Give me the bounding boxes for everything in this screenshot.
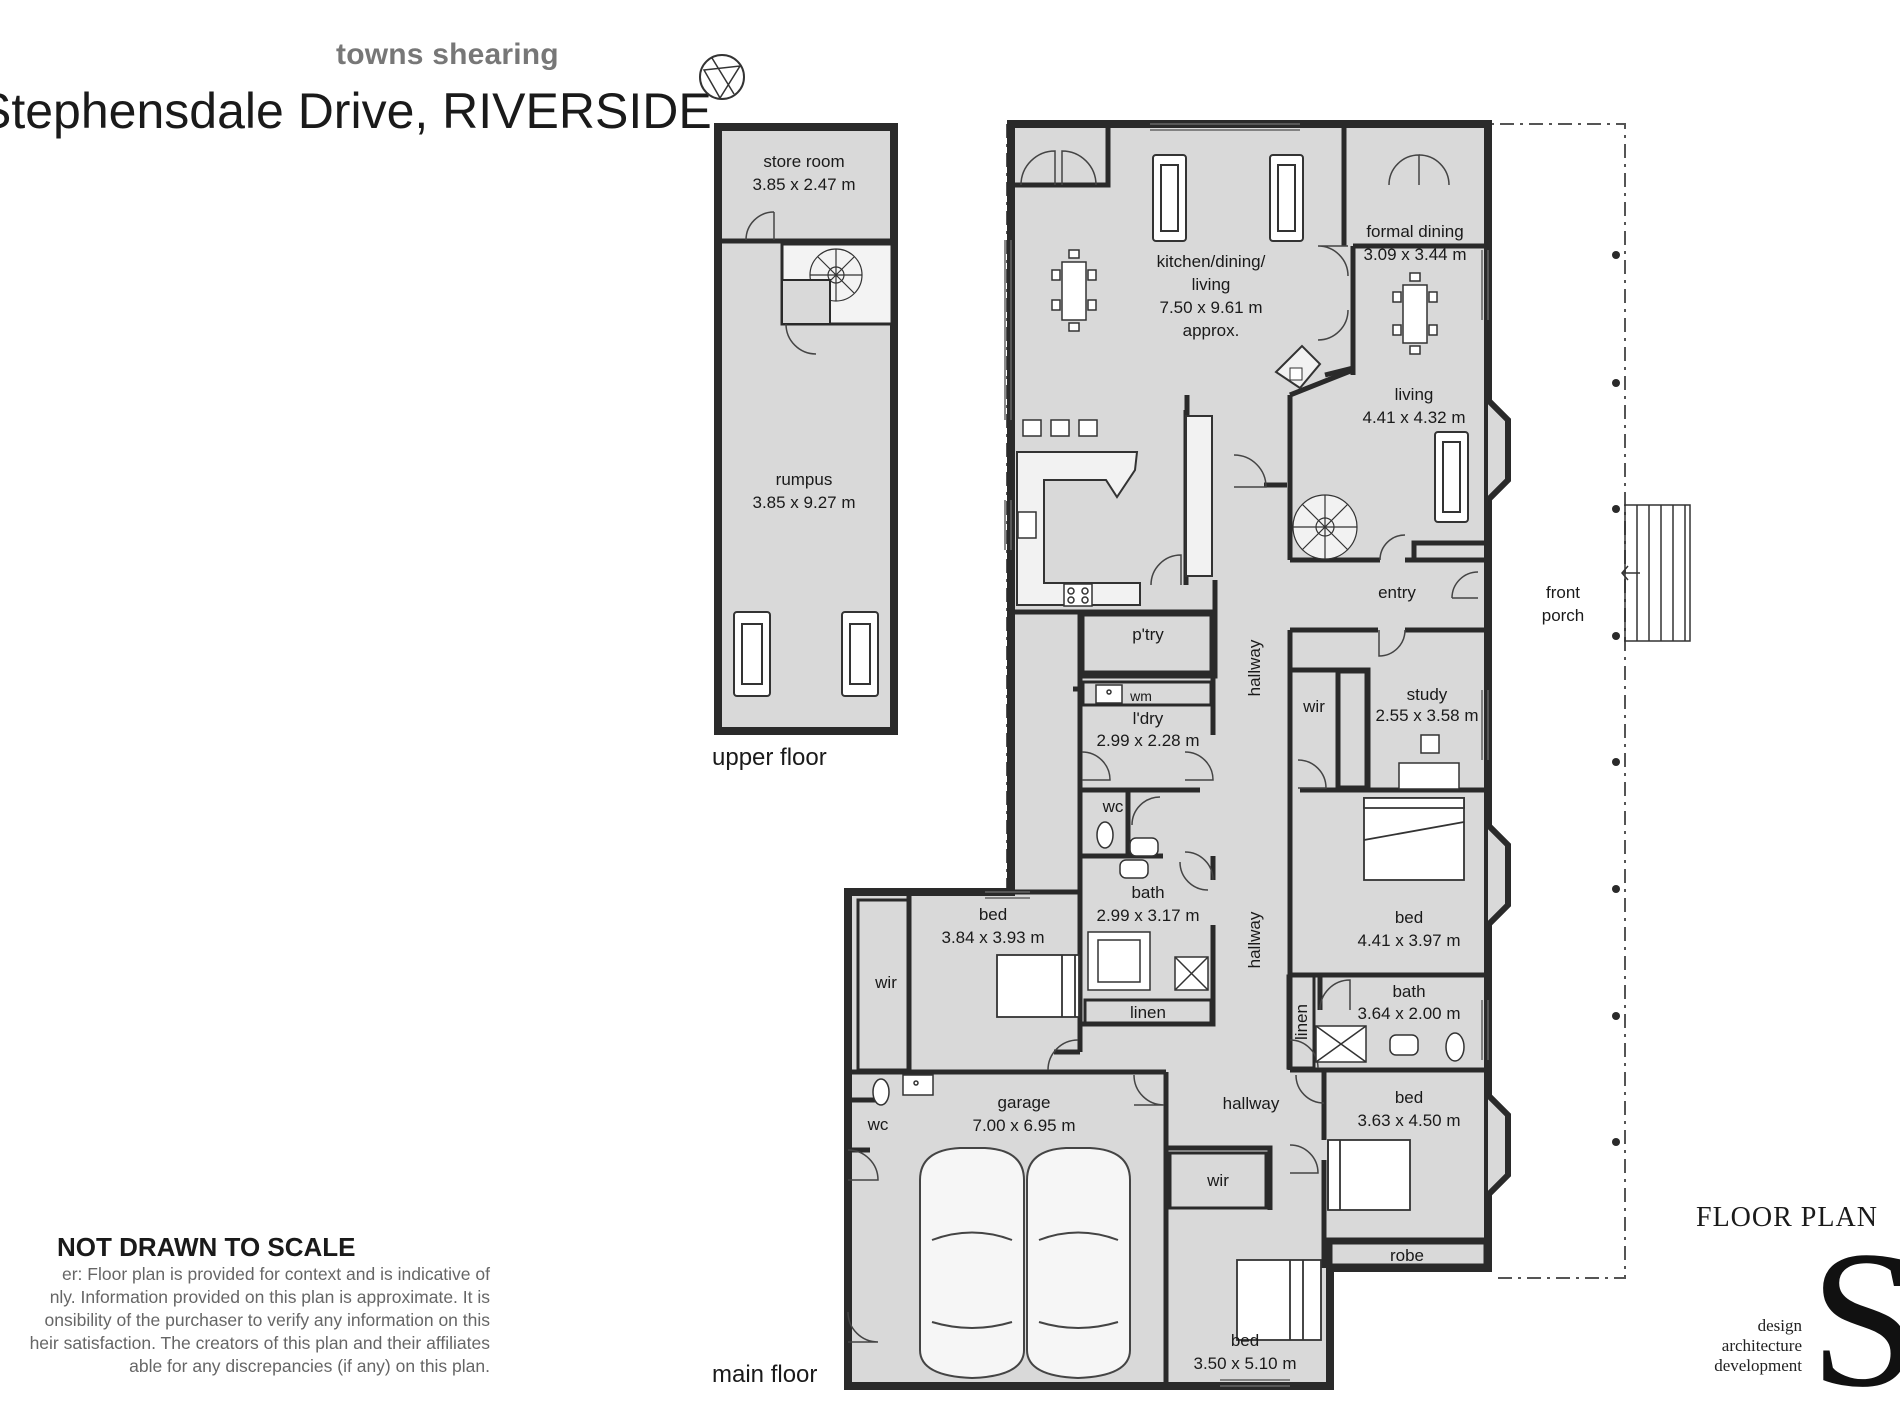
logo-letter: S	[1810, 1211, 1900, 1428]
main-floor-label: main floor	[712, 1361, 818, 1388]
bed-master-label: bed	[1395, 908, 1423, 927]
main-room-labels: kitchen/dining/ living 7.50 x 9.61 m app…	[867, 222, 1585, 1373]
living-dims: 4.41 x 4.32 m	[1362, 408, 1465, 427]
study-dims: 2.55 x 3.58 m	[1375, 706, 1478, 725]
hallway-label-2: hallway	[1245, 911, 1264, 968]
kitchen-label-2: living	[1192, 275, 1231, 294]
entry-label: entry	[1378, 583, 1416, 602]
bath-label-2: bath	[1392, 982, 1425, 1001]
kitchen-dims: 7.50 x 9.61 m	[1159, 298, 1262, 317]
front-porch-label-2: porch	[1542, 606, 1585, 625]
bath-dims-2: 3.64 x 2.00 m	[1357, 1004, 1460, 1023]
living-label: living	[1395, 385, 1434, 404]
wir-label-3: wir	[1206, 1171, 1229, 1190]
main-floor-plan	[844, 120, 1691, 1390]
bed-south-dims: 3.50 x 5.10 m	[1193, 1354, 1296, 1373]
bed-east-dims: 3.63 x 4.50 m	[1357, 1111, 1460, 1130]
wc-label-2: wc	[867, 1115, 889, 1134]
store-room-label: store room	[763, 152, 844, 171]
store-room-dims: 3.85 x 2.47 m	[752, 175, 855, 194]
front-steps	[1621, 504, 1691, 642]
laundry-dims: 2.99 x 2.28 m	[1096, 731, 1199, 750]
upper-floor-plan	[714, 123, 898, 735]
hallway-label-3: hallway	[1223, 1094, 1280, 1113]
bath-label-1: bath	[1131, 883, 1164, 902]
kitchen-approx: approx.	[1183, 321, 1240, 340]
logo-tagline-design: design	[1757, 1316, 1802, 1335]
upper-floor-label: upper floor	[712, 744, 827, 771]
front-porch-label-1: front	[1546, 583, 1580, 602]
logo-tagline-development: development	[1714, 1356, 1802, 1375]
upper-room-labels: store room 3.85 x 2.47 m rumpus 3.85 x 9…	[752, 152, 855, 512]
formal-dining-dims: 3.09 x 3.44 m	[1363, 245, 1466, 264]
wir-label-2: wir	[874, 973, 897, 992]
disclaimer-text: er: Floor plan is provided for context a…	[29, 1264, 490, 1376]
robe-label: robe	[1390, 1246, 1424, 1265]
bed-west-dims: 3.84 x 3.93 m	[941, 928, 1044, 947]
property-address: Stephensdale Drive, RIVERSIDE	[0, 83, 712, 139]
wir-label-1: wir	[1302, 697, 1325, 716]
bath-dims-1: 2.99 x 3.17 m	[1096, 906, 1199, 925]
formal-dining-label: formal dining	[1366, 222, 1463, 241]
compass-icon	[699, 54, 745, 100]
logo-title: FLOOR PLAN	[1696, 1202, 1878, 1233]
agency-name: towns shearing	[336, 38, 559, 71]
kitchen-label-1: kitchen/dining/	[1157, 252, 1266, 271]
study-label: study	[1407, 685, 1448, 704]
not-to-scale-notice: NOT DRAWN TO SCALE	[57, 1232, 356, 1262]
wm-label: wm	[1129, 688, 1152, 704]
bed-east-label: bed	[1395, 1088, 1423, 1107]
garage-dims: 7.00 x 6.95 m	[972, 1116, 1075, 1135]
rumpus-dims: 3.85 x 9.27 m	[752, 493, 855, 512]
linen-label-1: linen	[1130, 1003, 1166, 1022]
linen-label-2: linen	[1292, 1004, 1311, 1040]
laundry-label: l'dry	[1133, 709, 1164, 728]
bed-south-label: bed	[1231, 1331, 1259, 1350]
spiral-staircase	[1292, 494, 1358, 560]
bed-master-dims: 4.41 x 3.97 m	[1357, 931, 1460, 950]
logo-tagline-architecture: architecture	[1721, 1336, 1802, 1355]
rumpus-label: rumpus	[776, 470, 833, 489]
car-icons	[919, 1147, 1131, 1380]
wc-label-1: wc	[1102, 797, 1124, 816]
pantry-label: p'try	[1132, 625, 1164, 644]
garage-label: garage	[998, 1093, 1051, 1112]
bed-west-label: bed	[979, 905, 1007, 924]
hallway-label-1: hallway	[1245, 639, 1264, 696]
